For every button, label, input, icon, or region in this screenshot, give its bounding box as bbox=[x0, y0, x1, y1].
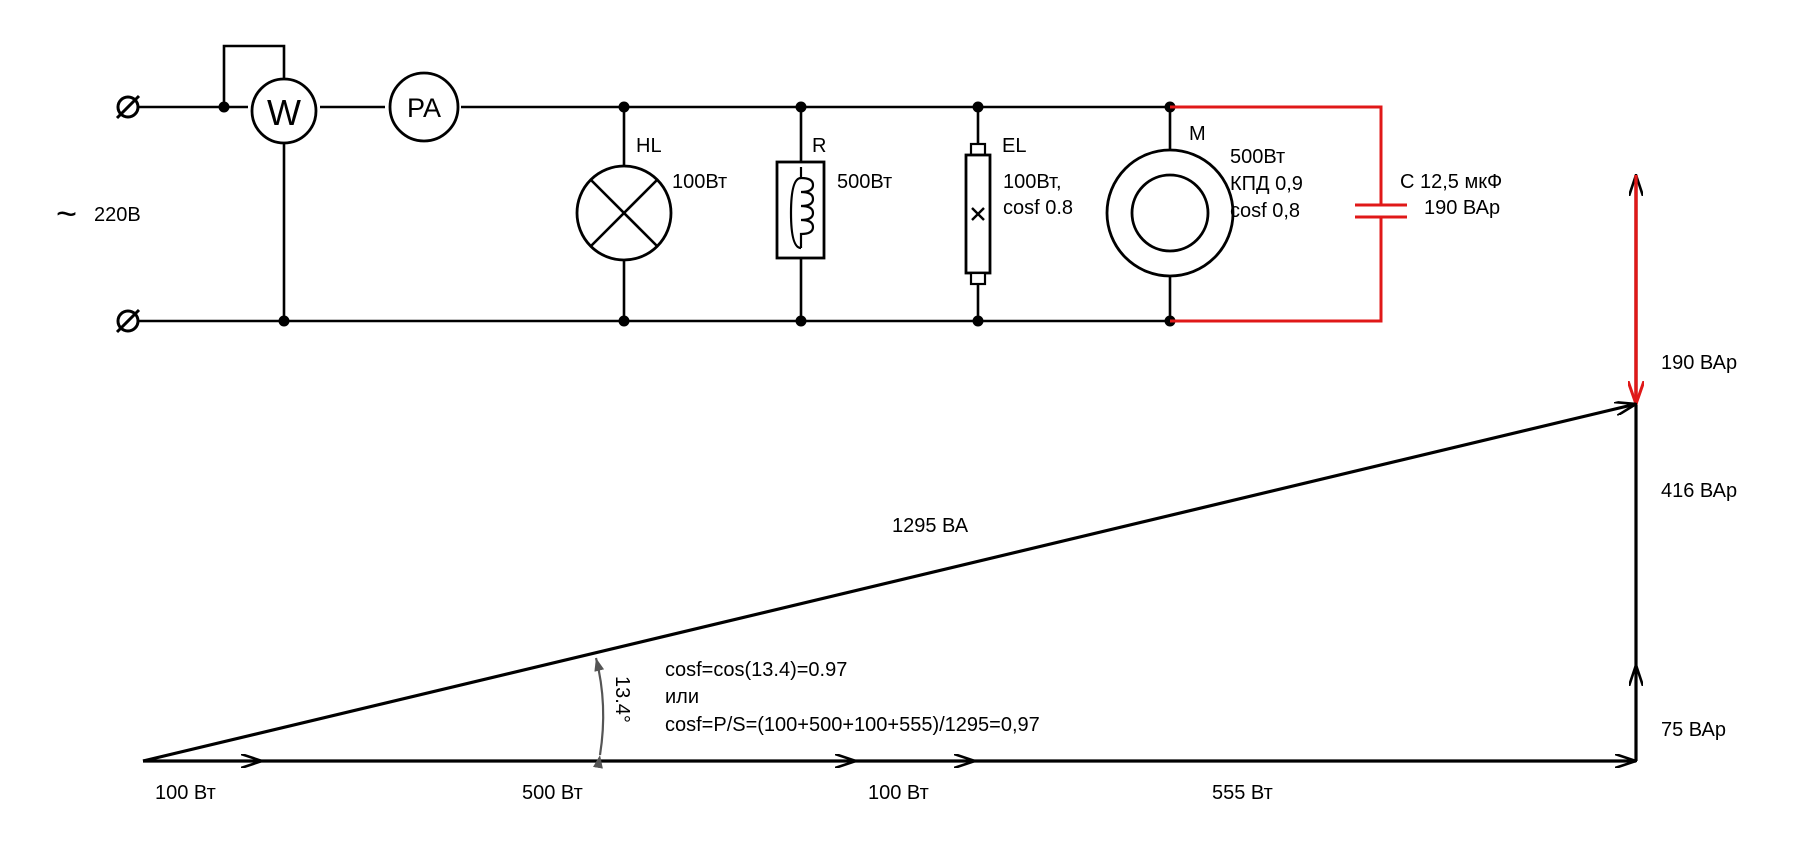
q-label-fluorescent: 75 ВАр bbox=[1661, 719, 1726, 741]
wattmeter-symbol: W bbox=[267, 92, 301, 133]
capacitor-value: С 12,5 мкФ bbox=[1400, 171, 1502, 193]
fluorescent-lamp-el bbox=[964, 107, 992, 321]
q-label-capacitor: 190 ВАр bbox=[1661, 352, 1737, 374]
formula-2: cosf=P/S=(100+500+100+555)/1295=0,97 bbox=[665, 714, 1040, 736]
motor-pf: cosf 0,8 bbox=[1230, 200, 1300, 222]
fluorescent-power: 100Вт, bbox=[1003, 171, 1062, 193]
capacitor-reactive: 190 ВАр bbox=[1424, 197, 1500, 219]
s-vector bbox=[142, 404, 1636, 763]
capacitor-c bbox=[1170, 105, 1407, 323]
lamp-ref: HL bbox=[636, 135, 662, 157]
circuit: ~ 220В W PA bbox=[56, 44, 1502, 334]
resistor-r bbox=[775, 107, 826, 321]
s-label: 1295 ВА bbox=[892, 515, 969, 537]
resistor-ref: R bbox=[812, 135, 826, 157]
p-label-4: 555 Вт bbox=[1212, 782, 1273, 804]
ammeter: PA bbox=[388, 71, 460, 143]
phasor-diagram: 13.4° 100 Вт 500 Вт 100 Вт 555 Вт 75 ВАр… bbox=[142, 175, 1737, 804]
motor-m bbox=[1105, 107, 1235, 321]
source-voltage: 220В bbox=[94, 204, 141, 226]
fluorescent-pf: cosf 0.8 bbox=[1003, 197, 1073, 219]
wattmeter-loop bbox=[222, 44, 286, 107]
lamp-hl bbox=[575, 107, 673, 321]
motor-ref: M bbox=[1189, 123, 1206, 145]
p-label-1: 100 Вт bbox=[155, 782, 216, 804]
q-label-motor: 416 ВАр bbox=[1661, 480, 1737, 502]
terminal-top bbox=[115, 94, 141, 120]
source-tilde: ~ bbox=[56, 193, 77, 234]
terminal-bottom bbox=[115, 308, 141, 334]
ammeter-symbol: PA bbox=[407, 93, 441, 123]
p-label-3: 100 Вт bbox=[868, 782, 929, 804]
lamp-power: 100Вт bbox=[672, 171, 727, 193]
formula-or: или bbox=[665, 686, 699, 708]
formula-1: cosf=cos(13.4)=0.97 bbox=[665, 659, 847, 681]
angle-arc bbox=[593, 657, 605, 769]
motor-power: 500Вт bbox=[1230, 146, 1285, 168]
wattmeter: W bbox=[250, 77, 318, 145]
angle-label: 13.4° bbox=[611, 676, 633, 723]
resistor-power: 500Вт bbox=[837, 171, 892, 193]
fluorescent-ref: EL bbox=[1002, 135, 1026, 157]
motor-efficiency: КПД 0,9 bbox=[1230, 173, 1303, 195]
p-label-2: 500 Вт bbox=[522, 782, 583, 804]
